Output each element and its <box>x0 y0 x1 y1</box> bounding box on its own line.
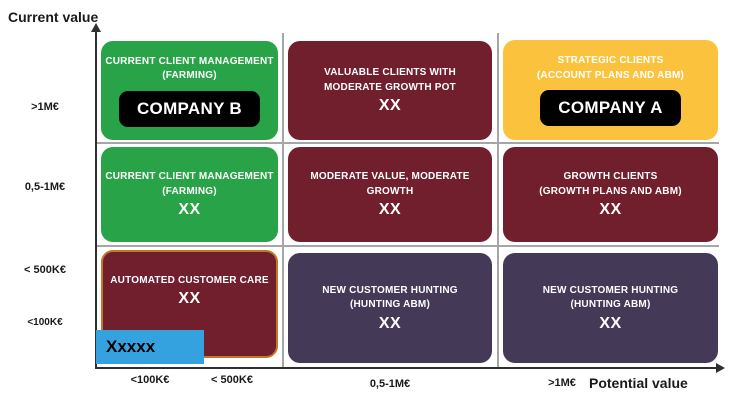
x-tick-lt500k: < 500K€ <box>211 374 253 386</box>
y-tick-lt500k: < 500K€ <box>24 264 66 276</box>
cell-title-line: (HUNTING ABM) <box>349 299 430 310</box>
cell-valuable-clients: VALUABLE CLIENTS WITH MODERATE GROWTH PO… <box>288 41 492 140</box>
cell-title-line: GROWTH <box>366 185 414 197</box>
x-tick-05-1m: 0,5-1M€ <box>369 378 411 390</box>
y-axis-arrow-icon <box>91 23 101 32</box>
grid-line-horizontal-1 <box>97 142 719 144</box>
cell-title-line: (FARMING) <box>162 185 217 197</box>
cell-title-line: (HUNTING ABM) <box>570 299 651 310</box>
cell-count-placeholder: XX <box>178 290 201 308</box>
cell-count-placeholder: XX <box>378 314 402 332</box>
x-axis-line <box>95 367 719 369</box>
y-tick-lt100k: <100K€ <box>27 317 63 328</box>
cell-title-line: (ACCOUNT PLANS AND ABM) <box>536 69 685 81</box>
cell-title-line: AUTOMATED CUSTOMER CARE <box>110 274 269 286</box>
cell-strategic-clients: STRATEGIC CLIENTS (ACCOUNT PLANS AND ABM… <box>503 40 718 140</box>
grid-line-horizontal-2 <box>97 245 719 247</box>
cell-current-client-management-top: CURRENT CLIENT MANAGEMENT (FARMING) COMP… <box>101 41 278 140</box>
cell-title-line: NEW CUSTOMER HUNTING <box>542 284 679 296</box>
cell-count-placeholder: XX <box>599 314 622 332</box>
cell-title-line: CURRENT CLIENT MANAGEMENT <box>105 171 274 182</box>
blue-overlay-box: Xxxxx <box>96 330 204 364</box>
cell-title-line: (GROWTH PLANS AND ABM) <box>539 185 682 197</box>
company-a-label: COMPANY A <box>540 90 681 126</box>
x-tick-gt1m: >1M€ <box>548 377 576 389</box>
y-tick-gt1m: >1M€ <box>31 101 59 113</box>
cell-title-line: VALUABLE CLIENTS WITH <box>324 67 456 78</box>
cell-count-placeholder: XX <box>599 201 622 218</box>
y-tick-05-1m: 0,5-1M€ <box>24 181 66 193</box>
cell-new-customer-hunting-mid: NEW CUSTOMER HUNTING (HUNTING ABM) XX <box>288 253 492 363</box>
x-tick-lt100k: <100K€ <box>130 374 170 386</box>
cell-current-client-management-mid: CURRENT CLIENT MANAGEMENT (FARMING) XX <box>101 147 278 242</box>
cell-title-line: NEW CUSTOMER HUNTING <box>322 284 458 296</box>
blue-box-label: Xxxxx <box>106 337 156 356</box>
cell-count-placeholder: XX <box>378 201 402 218</box>
cell-count-placeholder: XX <box>178 201 201 218</box>
cell-growth-clients: GROWTH CLIENTS (GROWTH PLANS AND ABM) XX <box>503 147 718 242</box>
y-axis-title: Current value <box>8 9 99 25</box>
cell-title-line: MODERATE GROWTH POT <box>324 81 456 93</box>
company-b-label: COMPANY B <box>118 90 261 127</box>
grid-line-vertical-1 <box>282 33 284 367</box>
x-axis-arrow-icon <box>716 363 725 373</box>
cell-new-customer-hunting-right: NEW CUSTOMER HUNTING (HUNTING ABM) XX <box>503 253 718 363</box>
cell-title-line: (FARMING) <box>162 70 217 81</box>
cell-moderate-value: MODERATE VALUE, MODERATE GROWTH XX <box>288 147 492 242</box>
cell-count-placeholder: XX <box>378 97 402 114</box>
cell-title-line: STRATEGIC CLIENTS <box>557 55 664 66</box>
grid-line-vertical-2 <box>497 33 499 367</box>
y-axis-line <box>95 31 97 368</box>
cell-title-line: CURRENT CLIENT MANAGEMENT <box>105 55 274 67</box>
x-axis-title: Potential value <box>589 375 688 391</box>
cell-title-line: GROWTH CLIENTS <box>563 171 658 182</box>
cell-title-line: MODERATE VALUE, MODERATE <box>310 171 470 182</box>
